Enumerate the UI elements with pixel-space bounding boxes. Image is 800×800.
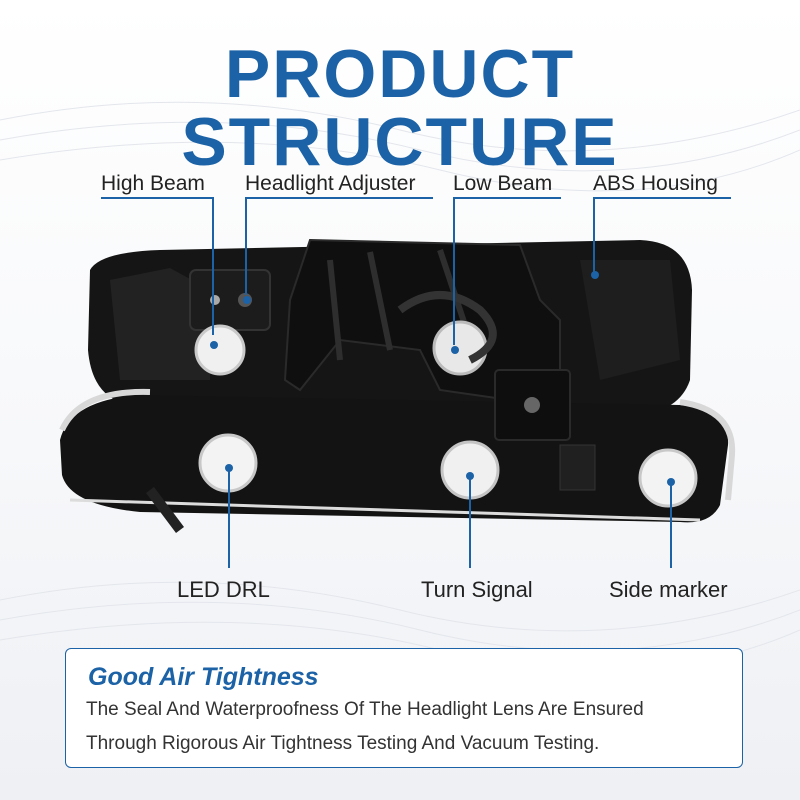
label-headlight-adjuster: Headlight Adjuster — [245, 172, 416, 195]
marker-headlight-adjuster — [242, 296, 251, 304]
feature-info-box: Good Air Tightness The Seal And Waterpro… — [65, 648, 743, 768]
page-title: PRODUCT STRUCTURE — [181, 36, 619, 180]
leader-abs-housing — [593, 197, 595, 275]
underline-low-beam — [453, 197, 561, 199]
leader-high-beam — [212, 197, 214, 335]
label-abs-housing: ABS Housing — [593, 172, 718, 195]
leader-led-drl — [228, 468, 230, 568]
underline-abs-housing — [593, 197, 731, 199]
clear-lens-edge — [59, 388, 151, 432]
feature-text-line-2: Through Rigorous Air Tightness Testing A… — [86, 733, 600, 754]
marker-abs-housing — [590, 271, 599, 279]
headlight-assembly-image — [59, 238, 736, 533]
underline-headlight-adjuster — [245, 197, 433, 199]
low-beam-port — [432, 320, 488, 376]
feature-heading: Good Air Tightness — [88, 663, 319, 691]
leader-low-beam — [453, 197, 455, 345]
feature-text-line-1: The Seal And Waterproofness Of The Headl… — [86, 699, 644, 720]
label-side-marker: Side marker — [609, 577, 728, 602]
mounting-bracket — [283, 238, 561, 402]
label-turn-signal: Turn Signal — [421, 577, 533, 602]
leader-side-marker — [670, 482, 672, 568]
label-high-beam: High Beam — [101, 172, 205, 195]
leader-headlight-adjuster — [245, 197, 247, 295]
label-low-beam: Low Beam — [453, 172, 553, 195]
adjuster-block — [189, 269, 271, 331]
marker-high-beam — [209, 341, 218, 349]
label-led-drl: LED DRL — [177, 577, 270, 602]
leader-turn-signal — [469, 476, 471, 568]
underline-high-beam — [101, 197, 213, 199]
high-beam-port — [194, 324, 246, 376]
marker-low-beam — [450, 346, 459, 354]
